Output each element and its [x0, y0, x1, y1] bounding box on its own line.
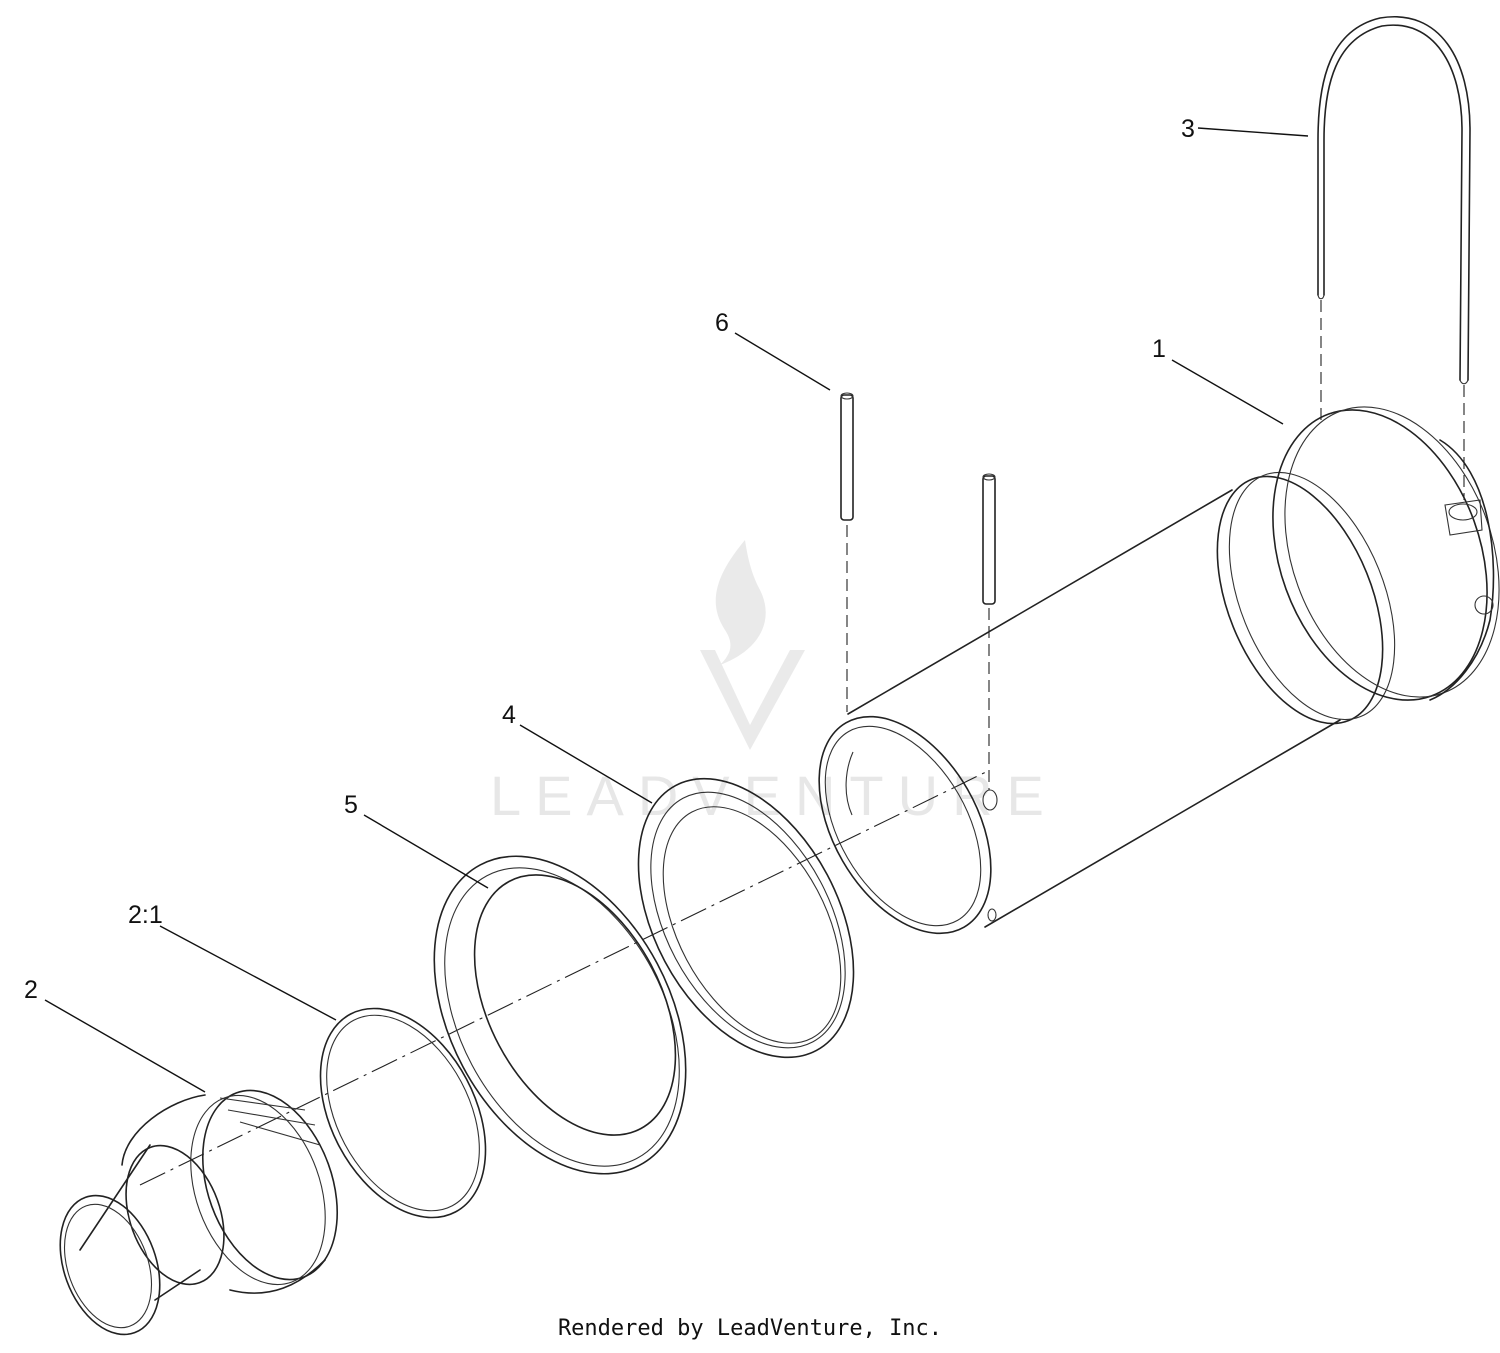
- callout-3: 3: [1181, 115, 1195, 143]
- leader-4: [519, 724, 653, 804]
- leader-6: [734, 332, 831, 391]
- callout-2-1: 2:1: [128, 901, 163, 929]
- leadventure-watermark: LEADVENTURE: [490, 540, 1058, 827]
- leader-1: [1171, 359, 1284, 425]
- assembly-center-line: [139, 769, 991, 1186]
- end-ring: [433, 855, 687, 1175]
- callout-5: 5: [344, 791, 358, 819]
- callout-6: 6: [715, 309, 729, 337]
- watermark-text: LEADVENTURE: [490, 764, 1058, 827]
- callout-2: 2: [24, 976, 38, 1004]
- callout-1: 1: [1152, 335, 1166, 363]
- leader-3: [1197, 127, 1309, 137]
- leader-2: [44, 999, 206, 1093]
- leader-lines: [44, 127, 1309, 1093]
- watermark-flame-logo: [700, 540, 805, 750]
- retaining-clip: [1317, 15, 1471, 385]
- footer-credit: Rendered by LeadVenture, Inc.: [557, 1316, 943, 1341]
- leader-5: [363, 814, 489, 889]
- pin-2: [982, 473, 996, 605]
- o-ring: [319, 1007, 487, 1219]
- callout-4: 4: [502, 701, 516, 729]
- leader-2-1: [159, 925, 337, 1021]
- seal-ring: [637, 777, 855, 1059]
- filter-housing: [818, 406, 1500, 935]
- outlet-cap: [59, 1089, 339, 1336]
- pin-1: [840, 392, 854, 521]
